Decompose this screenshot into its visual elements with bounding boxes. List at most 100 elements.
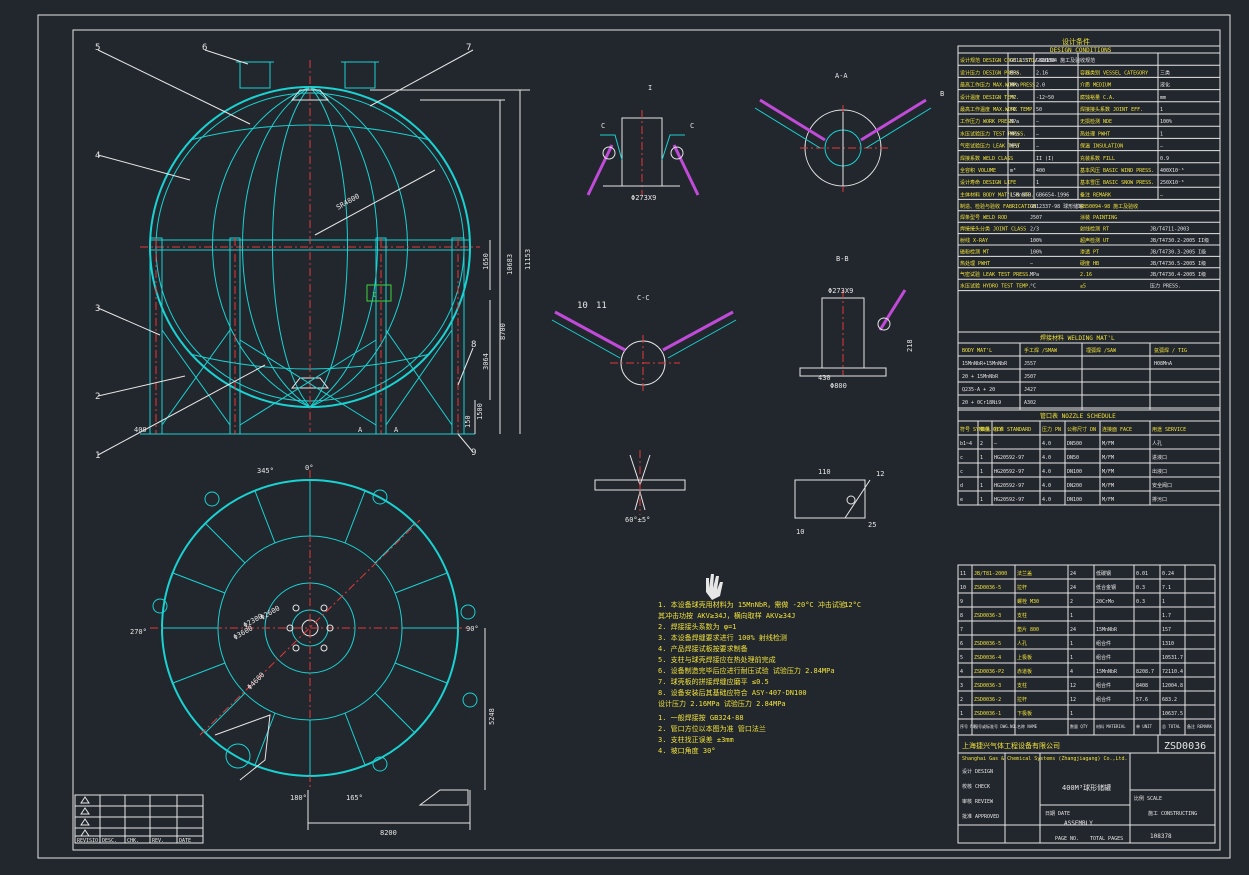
bom-cell: 15MnNbR — [1096, 627, 1118, 633]
nozzle-cell: DN500 — [1067, 441, 1082, 447]
wm-cell: 氩弧焊 / TIG — [1154, 347, 1187, 354]
design-conditions-title-cn: 设计条件 — [1062, 37, 1090, 46]
fab-cell: MPa — [1030, 272, 1039, 278]
dim-400: 400 — [134, 426, 147, 434]
dc-cell: 水压试验压力 TEST PRESS. — [960, 130, 1026, 137]
bom-cell: 0.3 — [1136, 585, 1145, 591]
dc-cell: °C — [1010, 107, 1016, 113]
dc-cell: 热处理 PWHT — [1080, 130, 1110, 137]
nozzle-cell: 4.0 — [1042, 483, 1051, 489]
note-3: 3. 本设备焊缝要求进行 100% 射线检测 — [658, 633, 787, 642]
title-label: 比例 SCALE — [1134, 795, 1162, 802]
fab-cell: JB/T4730.3-2005 I级 — [1150, 248, 1206, 255]
marker-A-2: A — [394, 426, 399, 434]
weld-detail-right — [794, 479, 871, 519]
welding-material-title: 焊接材料 WELDING MAT'L — [1040, 334, 1115, 342]
nozzle-schedule-title: 管口表 NOZZLE SCHEDULE — [1040, 412, 1116, 420]
bom-table — [957, 564, 1216, 736]
fab-cell: 渗透 PT — [1080, 248, 1099, 255]
angle-0: 0° — [305, 464, 313, 472]
fab-cell: 焊条型号 WELD ROD — [960, 214, 1007, 221]
outer-border — [37, 14, 1231, 859]
fab-cell: J507 — [1030, 215, 1042, 221]
design-conditions-title-en: DESIGN CONDITIONS — [1050, 47, 1112, 54]
bom-cell: 赤道板 — [1017, 668, 1032, 675]
dim-sphere-radius: SR4800 — [335, 192, 361, 212]
weight: 108378 — [1150, 833, 1172, 840]
bom-cell: ZSD0036-2 — [974, 697, 1001, 703]
nozzle-schedule-table — [957, 409, 1221, 506]
dc-cell: — — [1160, 144, 1164, 150]
dc-cell: 工作压力 WORK PRESS. — [960, 118, 1016, 125]
dc-cell: GB12337 / GB150 — [1010, 58, 1055, 64]
nozzle-cell: d — [960, 483, 963, 489]
company-name-en: Shanghai Gas & Chemical Systems (Zhangji… — [962, 756, 1128, 762]
dc-cell: MPa — [1010, 131, 1019, 137]
fab-cell: 射线检测 RT — [1080, 226, 1109, 233]
dim-60: 60°±5° — [625, 516, 650, 524]
note-8b: 设计压力 2.16MPa 试验压力 2.84MPa — [658, 699, 786, 708]
bom-cell: 支柱 — [1017, 612, 1027, 619]
bom-cell: 7.1 — [1162, 585, 1171, 591]
dc-cell: — — [1036, 119, 1040, 125]
dim-25: 25 — [868, 521, 876, 529]
dc-cell: 1 — [1036, 180, 1039, 186]
bom-cell: 法兰盖 — [1017, 570, 1032, 577]
nozzle-cell: DN100 — [1067, 497, 1082, 503]
bom-header: 序号 NO. — [960, 723, 978, 729]
dim-110: 110 — [818, 468, 831, 476]
dc-cell: 三类 — [1160, 69, 1170, 76]
dc-cell: MPa — [1010, 70, 1019, 76]
bom-cell: 8208.7 — [1136, 669, 1154, 675]
bom-cell: 15MnNbR — [1096, 669, 1118, 675]
dc-cell: 保温 INSULATION — [1080, 143, 1123, 150]
bom-cell: 1.7 — [1162, 613, 1171, 619]
note-1: 1. 本设备球壳用材料为 15MnNbR，需做 -20°C 冲击试验 — [658, 600, 846, 609]
callout-10: 10 — [577, 301, 588, 311]
bom-cell: 组合件 — [1096, 654, 1111, 661]
dc-cell: 焊接接头系数 JOINT EFF. — [1080, 106, 1143, 113]
nozzle-cell: 公称尺寸 DN — [1067, 426, 1096, 433]
bom-cell: ZSD0036-5 — [974, 641, 1001, 647]
fab-cell: — — [1030, 261, 1034, 267]
bom-cell: ZSD0036-3 — [974, 613, 1001, 619]
nozzle-cell: 进液口 — [1152, 454, 1167, 461]
revision-block — [74, 794, 204, 844]
nozzle-cell: — — [994, 441, 998, 447]
detail-I — [586, 110, 700, 196]
dc-cell: 15MnNbR — [1010, 192, 1032, 198]
dc-cell: 设计寿命 DESIGN LIFE — [960, 179, 1016, 186]
dim-height-3064: 3064 — [482, 353, 490, 370]
section-A-A-title: A-A — [835, 72, 848, 80]
bom-cell: 7 — [960, 627, 963, 633]
nozzle-cell: 1 — [980, 483, 983, 489]
bom-cell: 0.24 — [1162, 571, 1174, 577]
nozzle-cell: 1 — [980, 455, 983, 461]
plan-view — [150, 470, 486, 830]
dim-pipe-273-B: Φ273X9 — [828, 287, 853, 295]
bom-cell: 157 — [1162, 627, 1171, 633]
title-label: PAGE NO. — [1055, 836, 1079, 842]
dc-cell: 设计压力 DESIGN PRESS. — [960, 69, 1022, 76]
callout-8: 8 — [471, 340, 476, 350]
nozzle-cell: 2 — [980, 441, 983, 447]
bom-cell: 螺栓 M30 — [1017, 598, 1039, 605]
dim-height-mid: 8700 — [499, 323, 507, 340]
nozzle-cell: 1 — [980, 497, 983, 503]
stage: 施工 CONSTRUCTING — [1148, 810, 1197, 817]
angle-180: 180° — [290, 794, 307, 802]
fab-cell: 射线 X-RAY — [960, 237, 988, 244]
fab-cell: 超声检测 UT — [1080, 237, 1109, 244]
bom-cell: 拉杆 — [1017, 696, 1027, 703]
angle-270: 270° — [130, 628, 147, 636]
dc-cell: 50 — [1036, 107, 1042, 113]
dc-cell: MPa — [1010, 144, 1019, 150]
title-label: 日期 DATE — [1045, 811, 1070, 817]
dc-cell: 充装系数 FILL — [1080, 155, 1115, 162]
dc-cell: 最高工作温度 MAX.WORK TEMP. — [960, 106, 1035, 113]
fab-cell: GB12337-98 球形储罐 — [1030, 203, 1083, 210]
revision-triangle-icon — [80, 796, 90, 804]
nozzle-cell: 压力 PN — [1042, 426, 1061, 433]
callout-7: 7 — [466, 43, 471, 53]
